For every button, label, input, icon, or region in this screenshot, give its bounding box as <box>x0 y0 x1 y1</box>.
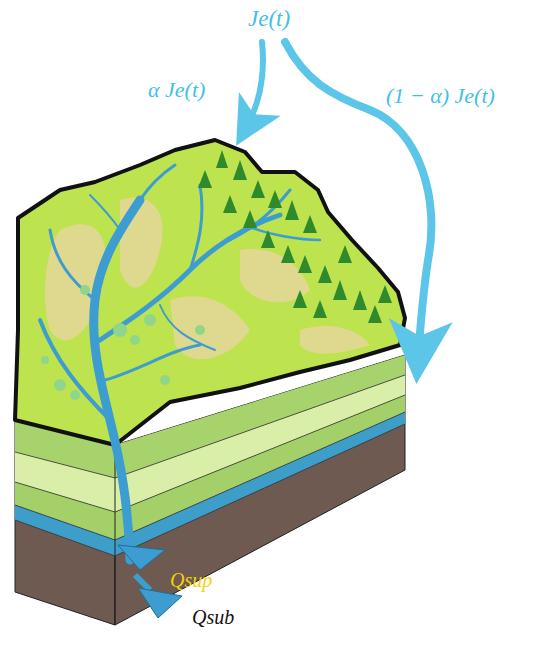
trees <box>198 150 392 323</box>
deciduous-trees <box>41 285 205 400</box>
input-flux-label: Je(t) <box>248 6 290 31</box>
surface-fraction-label: α Je(t) <box>148 78 205 102</box>
subsurface-flow-label: Qsub <box>192 606 234 628</box>
surface-flow-label: Qsup <box>170 569 212 591</box>
subsurface-fraction-label: (1 − α) Je(t) <box>386 84 495 108</box>
catchment-surface <box>15 140 405 445</box>
river-network <box>40 165 320 560</box>
